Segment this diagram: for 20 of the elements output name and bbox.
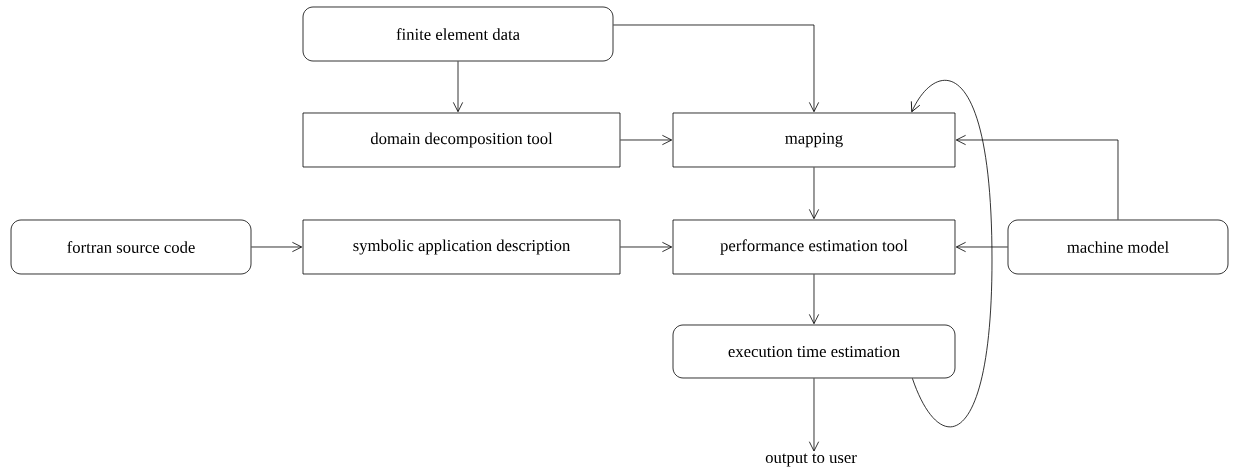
arrow [613,24,820,113]
process-box: performance estimation tool [672,219,956,275]
arrow [808,274,820,325]
rounded-box: execution time estimation [672,324,956,379]
rounded-box: machine model [1007,219,1229,275]
output-text: output to user [765,453,857,467]
arrow [620,134,673,146]
process-box: mapping [672,112,956,168]
arrow [808,167,820,220]
rounded-box: finite element data [302,6,614,62]
arrow [251,241,303,253]
arrow [808,378,820,452]
process-box: symbolic application description [302,219,621,275]
arrow [955,241,1008,253]
rounded-box: fortran source code [10,219,252,275]
process-box: domain decomposition tool [302,112,621,168]
arrow [452,61,464,113]
arrow [955,134,1119,220]
arrow [620,241,673,253]
arrow [910,80,993,427]
